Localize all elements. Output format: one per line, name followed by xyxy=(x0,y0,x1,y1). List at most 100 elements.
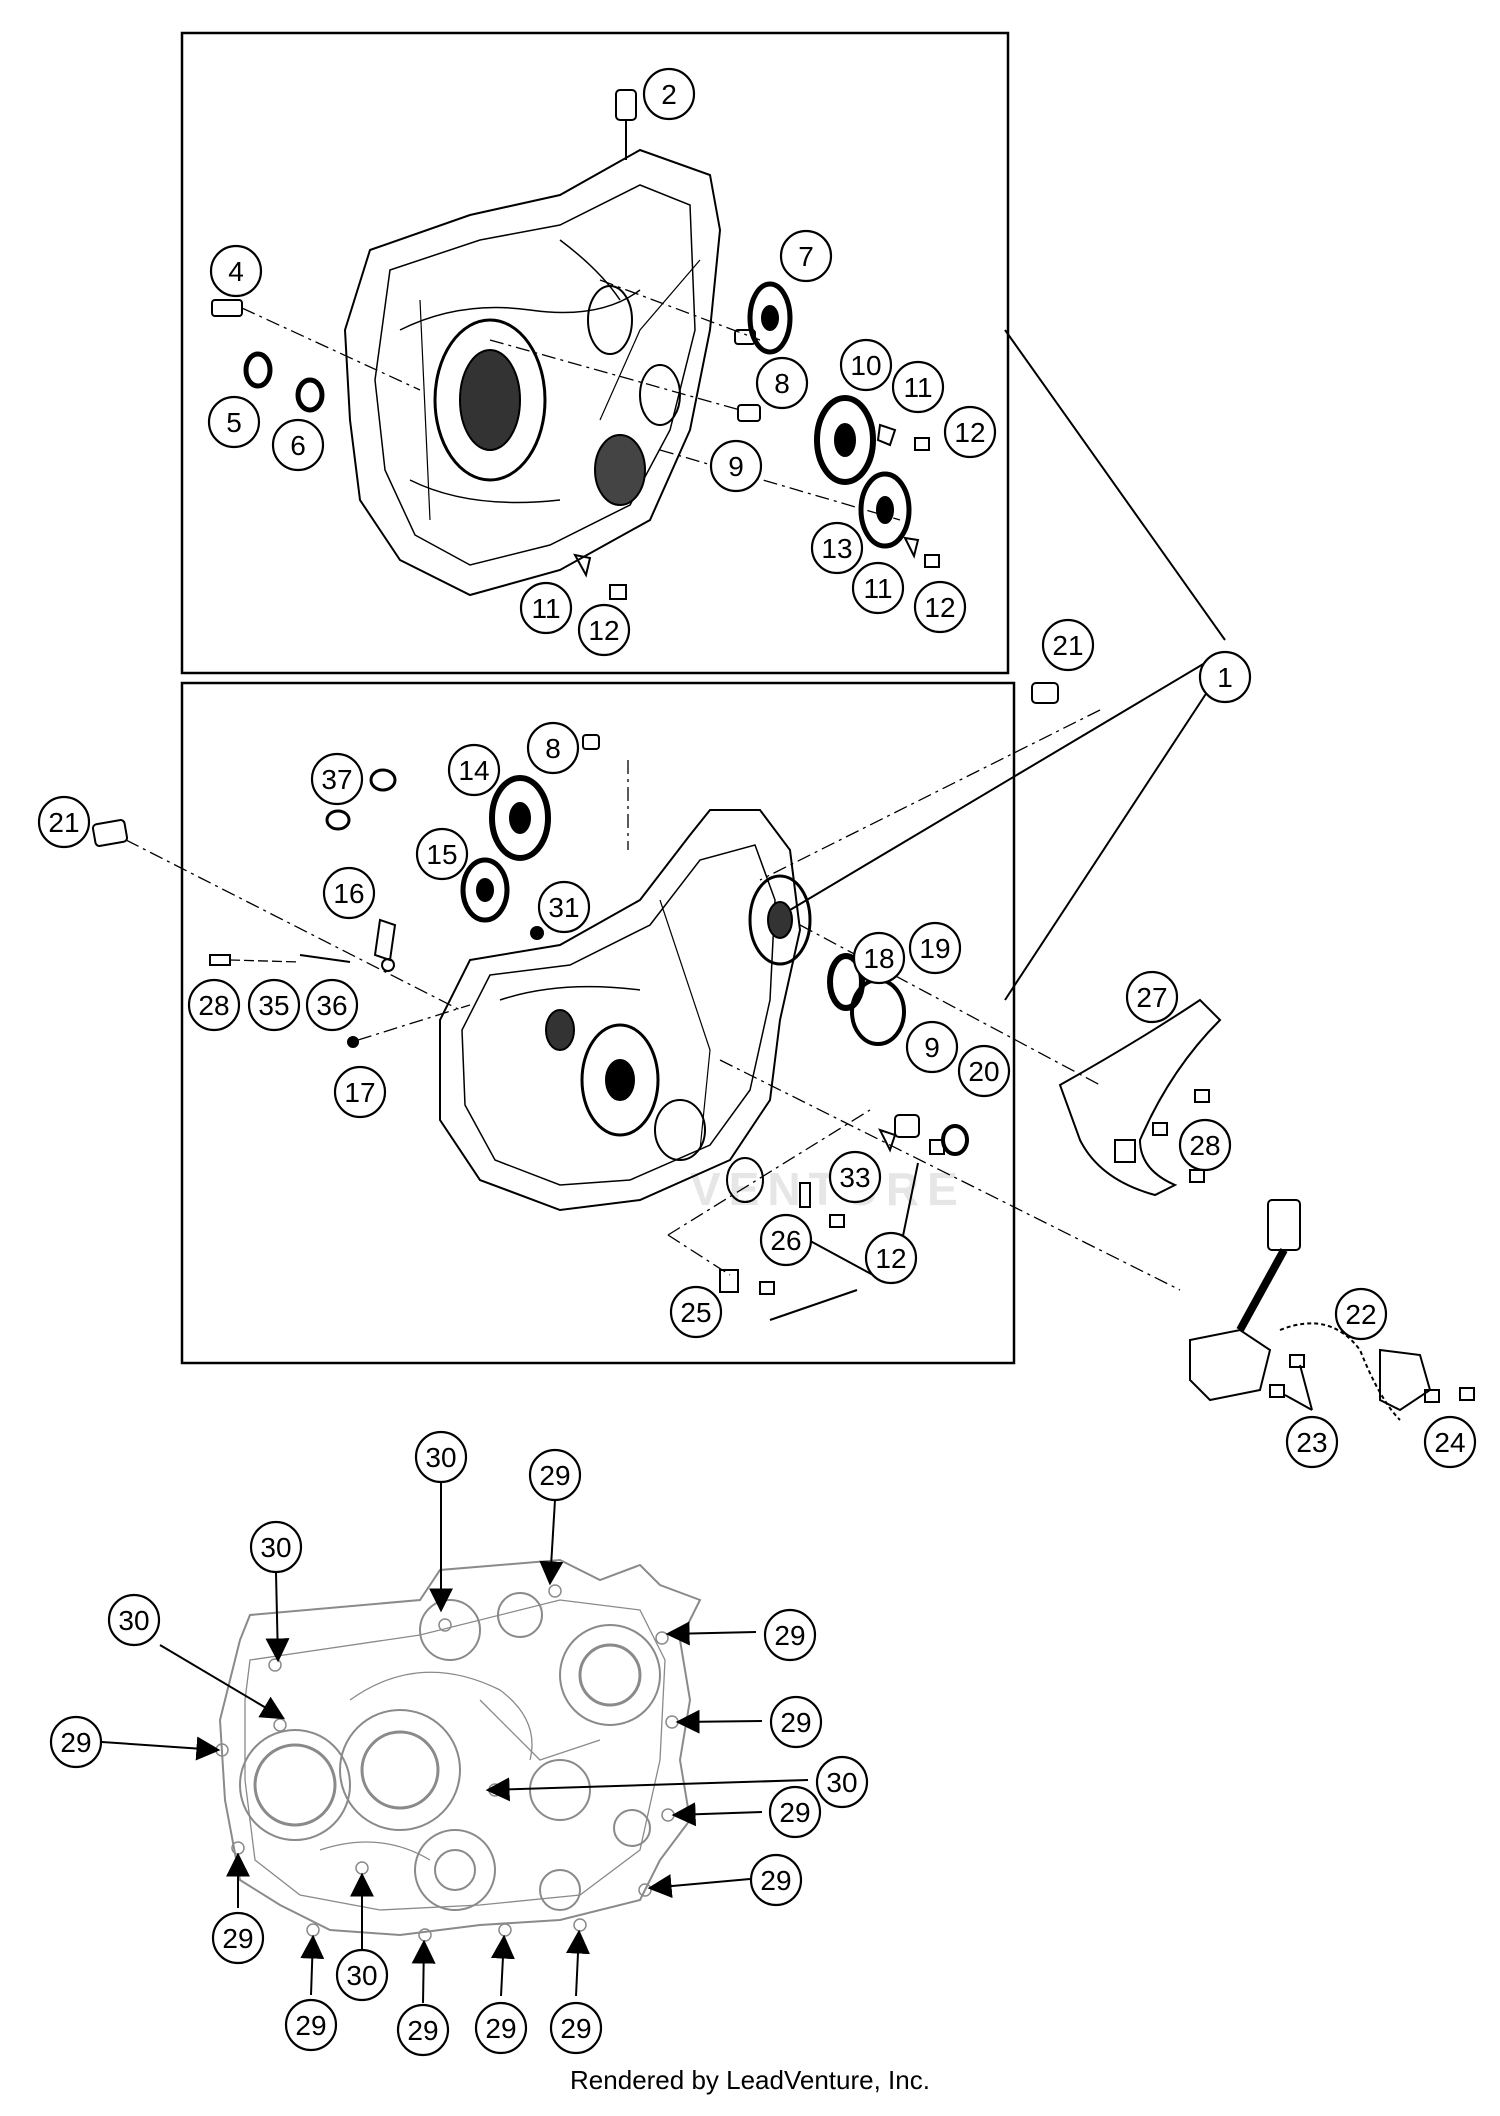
watermark: VENTURE xyxy=(690,1163,966,1215)
callout-circle xyxy=(1285,1415,1339,1469)
render-credit: Rendered by LeadVenture, Inc. xyxy=(570,2065,930,2095)
callout-circle xyxy=(709,439,763,493)
callout-label: 17 xyxy=(344,1077,375,1108)
callout-label: 29 xyxy=(760,1865,791,1896)
middle-panel-frame xyxy=(180,681,1016,1365)
callout-label: 8 xyxy=(545,733,561,764)
callout-11: 11 xyxy=(891,360,945,414)
callout-30: 30 xyxy=(107,1593,161,1647)
callout-label: 28 xyxy=(1189,1130,1220,1161)
callout-label: 31 xyxy=(548,892,579,923)
callout-7: 7 xyxy=(779,229,833,283)
callout-circle xyxy=(209,244,263,298)
callout-label: 5 xyxy=(226,407,242,438)
callout-20: 20 xyxy=(957,1044,1011,1098)
callout-label: 29 xyxy=(539,1460,570,1491)
callout-circle xyxy=(943,405,997,459)
callout-6: 6 xyxy=(271,418,325,472)
callout-circle xyxy=(528,1448,582,1502)
callout-circle xyxy=(396,2003,450,2057)
callout-label: 35 xyxy=(258,990,289,1021)
callout-9: 9 xyxy=(709,439,763,493)
callout-circle xyxy=(768,1785,822,1839)
callout-label: 14 xyxy=(458,755,489,786)
callout-circle xyxy=(810,521,864,575)
callout-15: 15 xyxy=(415,827,469,881)
callout-circle xyxy=(526,721,580,775)
callout-label: 36 xyxy=(316,990,347,1021)
upper-small-parts xyxy=(211,89,940,600)
callout-24: 24 xyxy=(1423,1415,1477,1469)
callout-circle xyxy=(1334,1287,1388,1341)
callout-label: 30 xyxy=(260,1532,291,1563)
cover-and-sensor xyxy=(1058,998,1475,1421)
callout-circle xyxy=(642,67,696,121)
callout-label: 28 xyxy=(198,990,229,1021)
callout-circle xyxy=(49,1715,103,1769)
callout-label: 26 xyxy=(770,1225,801,1256)
callout-circle xyxy=(891,360,945,414)
callout-30: 30 xyxy=(414,1430,468,1484)
callout-label: 22 xyxy=(1345,1299,1376,1330)
callout-circle xyxy=(908,921,962,975)
callout-label: 25 xyxy=(680,1297,711,1328)
callout-label: 10 xyxy=(850,350,881,381)
callout-circle xyxy=(905,1020,959,1074)
callout-circle xyxy=(107,1593,161,1647)
callout-label: 15 xyxy=(426,839,457,870)
callout-label: 29 xyxy=(222,1923,253,1954)
callout-35: 35 xyxy=(247,978,301,1032)
callout-circle xyxy=(322,866,376,920)
callout-30: 30 xyxy=(249,1520,303,1574)
callout-circle xyxy=(284,1998,338,2052)
callout-circle xyxy=(247,978,301,1032)
callout-13: 13 xyxy=(810,521,864,575)
callout-circle xyxy=(187,978,241,1032)
callout-circle xyxy=(763,1608,817,1662)
callout-26: 26 xyxy=(759,1213,813,1267)
callout-label: 13 xyxy=(821,533,852,564)
callout-label: 29 xyxy=(60,1727,91,1758)
callout-circle xyxy=(333,1065,387,1119)
callout-circle xyxy=(669,1285,723,1339)
callout-12: 12 xyxy=(913,580,967,634)
callout-label: 29 xyxy=(407,2015,438,2046)
callout-circle xyxy=(549,2001,603,2055)
callout-circle xyxy=(305,978,359,1032)
callout-circle xyxy=(249,1520,303,1574)
callout-label: 12 xyxy=(875,1243,906,1274)
callout-label: 29 xyxy=(295,2010,326,2041)
callout-label: 29 xyxy=(560,2013,591,2044)
leader-lines xyxy=(101,329,1313,2004)
callout-14: 14 xyxy=(447,743,501,797)
callout-label: 29 xyxy=(779,1797,810,1828)
callout-label: 9 xyxy=(728,451,744,482)
callout-circle xyxy=(1198,650,1252,704)
callout-label: 27 xyxy=(1136,982,1167,1013)
callout-27: 27 xyxy=(1125,970,1179,1024)
callout-29: 29 xyxy=(284,1998,338,2052)
crankcase-bolt-view xyxy=(215,1558,702,1942)
callout-2: 2 xyxy=(642,67,696,121)
callout-circle xyxy=(864,1231,918,1285)
callout-30: 30 xyxy=(815,1755,869,1809)
callout-circle xyxy=(755,356,809,410)
callout-label: 24 xyxy=(1434,1427,1465,1458)
callout-label: 21 xyxy=(1052,630,1083,661)
callout-label: 11 xyxy=(531,593,560,624)
callout-25: 25 xyxy=(669,1285,723,1339)
callout-29: 29 xyxy=(49,1715,103,1769)
callout-28: 28 xyxy=(1178,1118,1232,1172)
callout-29: 29 xyxy=(549,2001,603,2055)
callout-17: 17 xyxy=(333,1065,387,1119)
callout-circle xyxy=(211,1911,265,1965)
callout-circle xyxy=(1423,1415,1477,1469)
callout-8: 8 xyxy=(526,721,580,775)
callout-circle xyxy=(1041,618,1095,672)
callout-circle xyxy=(1178,1118,1232,1172)
callout-label: 23 xyxy=(1296,1427,1327,1458)
callout-circle xyxy=(519,581,573,635)
callout-10: 10 xyxy=(839,338,893,392)
callout-21: 21 xyxy=(37,795,91,849)
